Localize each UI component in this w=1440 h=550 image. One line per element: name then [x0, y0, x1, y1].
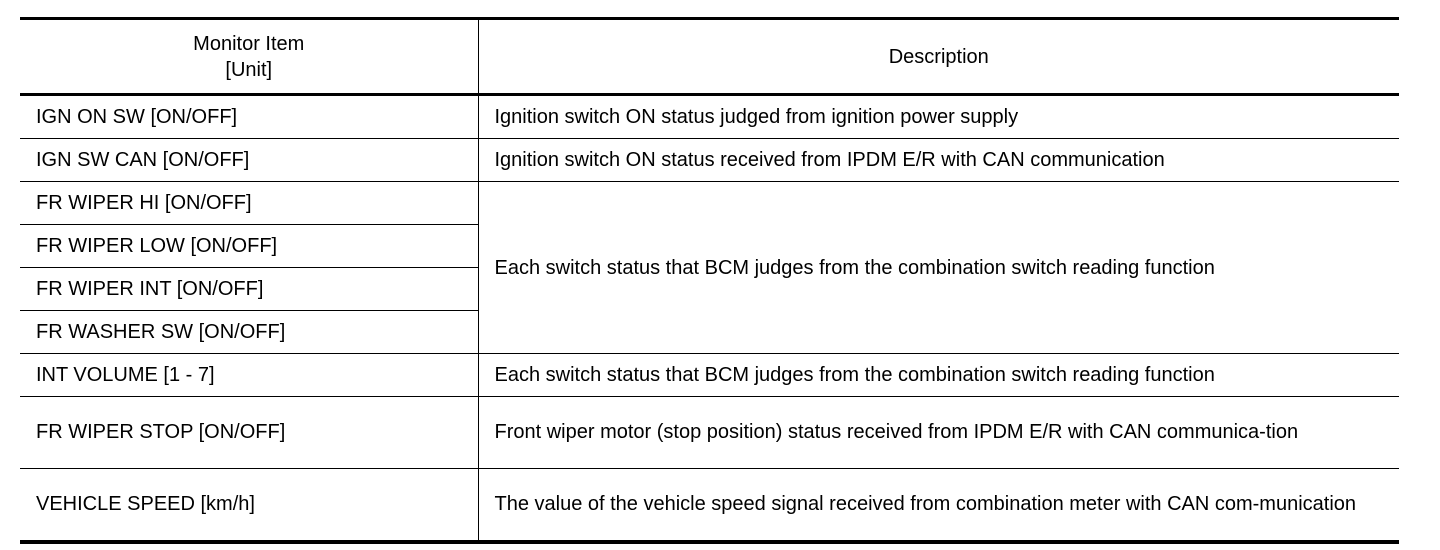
table-row: IGN ON SW [ON/OFF] Ignition switch ON st…	[20, 94, 1399, 139]
table-row: FR WIPER STOP [ON/OFF] Front wiper motor…	[20, 396, 1399, 469]
description-cell: The value of the vehicle speed signal re…	[494, 493, 1357, 515]
monitor-item-cell: IGN ON SW [ON/OFF]	[20, 94, 479, 139]
header-description: Description	[478, 18, 1399, 96]
monitor-item-cell: FR WIPER LOW [ON/OFF]	[20, 224, 479, 268]
monitor-item-cell: FR WASHER SW [ON/OFF]	[20, 310, 479, 354]
header-unit-label: [Unit]	[225, 58, 273, 81]
header-monitor-item-label: Monitor Item	[193, 32, 305, 55]
description-cell: Each switch status that BCM judges from …	[478, 181, 1399, 354]
table-row: FR WIPER HI [ON/OFF] Each switch status …	[20, 181, 1399, 354]
monitor-item-table: Monitor Item [Unit] Description IGN ON S…	[20, 17, 1399, 544]
description-cell: Front wiper motor (stop position) status…	[478, 396, 1399, 469]
monitor-item-cell: VEHICLE SPEED [km/h]	[20, 468, 479, 542]
table-row: FR WASHER SW [ON/OFF]	[20, 310, 1399, 354]
table-row: IGN SW CAN [ON/OFF] Ignition switch ON s…	[20, 138, 1399, 182]
table-row: VEHICLE SPEED [km/h] The value of the ve…	[20, 468, 1399, 542]
table-row: INT VOLUME [1 - 7] Each switch status th…	[20, 353, 1399, 397]
table-header-row: Monitor Item [Unit] Description	[20, 18, 1399, 96]
monitor-item-cell: IGN SW CAN [ON/OFF]	[20, 138, 479, 182]
description-cell: Ignition switch ON status received from …	[478, 138, 1399, 182]
monitor-item-cell: FR WIPER HI [ON/OFF]	[20, 181, 479, 225]
monitor-item-cell: FR WIPER INT [ON/OFF]	[20, 267, 479, 311]
table-row: FR WIPER INT [ON/OFF]	[20, 267, 1399, 311]
monitor-item-cell: INT VOLUME [1 - 7]	[20, 353, 479, 397]
table-row: FR WIPER LOW [ON/OFF]	[20, 224, 1399, 268]
monitor-item-cell: FR WIPER STOP [ON/OFF]	[20, 396, 479, 469]
description-cell: Each switch status that BCM judges from …	[478, 353, 1399, 397]
header-monitor-item: Monitor Item [Unit]	[20, 18, 479, 96]
description-cell: Ignition switch ON status judged from ig…	[478, 94, 1399, 139]
